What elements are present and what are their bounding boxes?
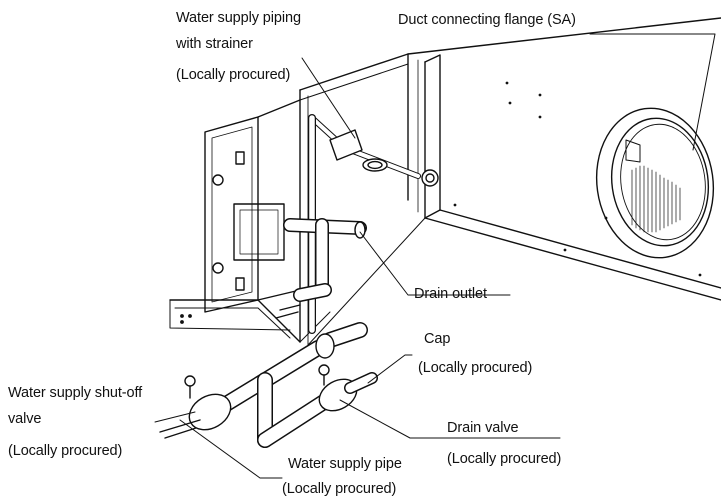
leader-drain-outlet bbox=[359, 231, 511, 296]
label-supply-pipe-note: (Locally procured) bbox=[282, 481, 397, 497]
label-drain-outlet: Drain outlet bbox=[414, 286, 487, 302]
label-drain-valve: Drain valve bbox=[447, 420, 519, 436]
panel-rivets bbox=[453, 81, 702, 277]
label-supply-piping-line2: with strainer bbox=[176, 36, 253, 52]
leader-duct-flange bbox=[589, 33, 716, 151]
label-supply-piping-line1: Water supply piping bbox=[176, 10, 301, 26]
leader-drain-valve bbox=[339, 399, 561, 439]
leader-supply-piping bbox=[301, 57, 356, 139]
drain-outlet-pipe bbox=[275, 218, 367, 319]
leader-lines bbox=[154, 33, 716, 479]
base-frame bbox=[169, 299, 301, 343]
label-shutoff-valve-line2: valve bbox=[8, 411, 42, 427]
label-supply-piping-note: (Locally procured) bbox=[176, 67, 291, 83]
label-duct-flange: Duct connecting flange (SA) bbox=[398, 12, 576, 28]
label-drain-valve-note: (Locally procured) bbox=[447, 451, 562, 467]
unit-cabinet bbox=[299, 17, 721, 346]
lower-pipe-assembly bbox=[159, 322, 378, 448]
label-shutoff-valve-note: (Locally procured) bbox=[8, 443, 123, 459]
end-panel bbox=[204, 99, 301, 313]
label-shutoff-valve-line1: Water supply shut-off bbox=[8, 385, 143, 401]
leader-cap bbox=[367, 354, 413, 384]
leader-supply-pipe bbox=[179, 419, 283, 479]
duct-flange bbox=[595, 107, 715, 259]
label-cap-note: (Locally procured) bbox=[418, 360, 533, 376]
leader-shutoff-valve bbox=[154, 411, 196, 423]
label-supply-pipe: Water supply pipe bbox=[288, 456, 402, 472]
label-cap: Cap bbox=[424, 331, 451, 347]
